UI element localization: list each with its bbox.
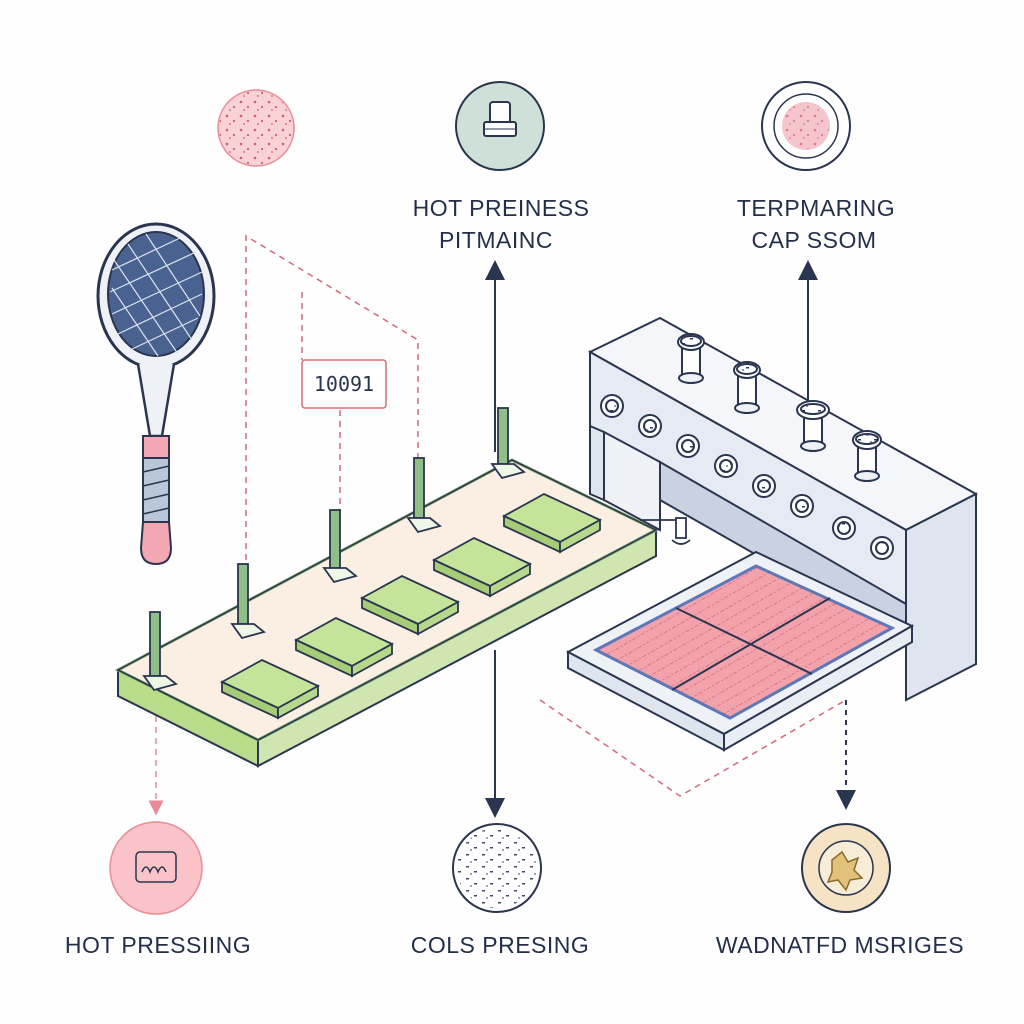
knob bbox=[870, 536, 894, 560]
top-right-label-line1: TERPMARING bbox=[737, 195, 895, 221]
preform-pad bbox=[360, 574, 460, 636]
preform-pad bbox=[294, 616, 394, 678]
press-cap-circle-icon bbox=[455, 81, 545, 171]
cold-pressing-label: COLS PRESING bbox=[411, 932, 590, 958]
preform-pad bbox=[502, 492, 602, 554]
cap-sample-circle-icon bbox=[761, 81, 851, 171]
machine-knobs bbox=[600, 394, 894, 560]
hot-pressing-label: HOT PRESSIING bbox=[65, 932, 251, 958]
cap bbox=[852, 430, 882, 482]
preform-pad bbox=[220, 658, 320, 720]
cap bbox=[677, 333, 705, 384]
preform-pad bbox=[432, 536, 532, 598]
pink-speckle-circle-icon bbox=[217, 89, 295, 167]
top-center-label-line1: HOT PREINESS bbox=[413, 195, 590, 221]
tennis-racket-icon bbox=[96, 222, 216, 566]
counter-tag-icon: 10091 bbox=[301, 359, 387, 409]
preform-pads bbox=[220, 492, 602, 720]
knob bbox=[600, 394, 624, 418]
cold-pressing-circle-icon bbox=[452, 823, 542, 913]
knob bbox=[676, 434, 700, 458]
table-machine-connector bbox=[640, 517, 691, 545]
finished-material-label: WADNATFD MSRIGES bbox=[716, 932, 964, 958]
knob bbox=[752, 474, 776, 498]
knob bbox=[790, 494, 814, 518]
machine-caps bbox=[677, 333, 882, 482]
top-center-label-line2: PITMAINC bbox=[439, 227, 553, 253]
top-right-label-line2: CAP SSOM bbox=[752, 227, 877, 253]
counter-value: 10091 bbox=[314, 372, 374, 396]
cap bbox=[796, 400, 830, 452]
table-posts bbox=[142, 407, 526, 692]
knob bbox=[638, 414, 662, 438]
knob bbox=[832, 516, 856, 540]
heating-tray bbox=[565, 550, 915, 752]
cap bbox=[733, 361, 761, 414]
knob bbox=[714, 454, 738, 478]
finished-material-circle-icon bbox=[801, 823, 891, 913]
hot-pressing-circle-icon bbox=[109, 821, 203, 915]
